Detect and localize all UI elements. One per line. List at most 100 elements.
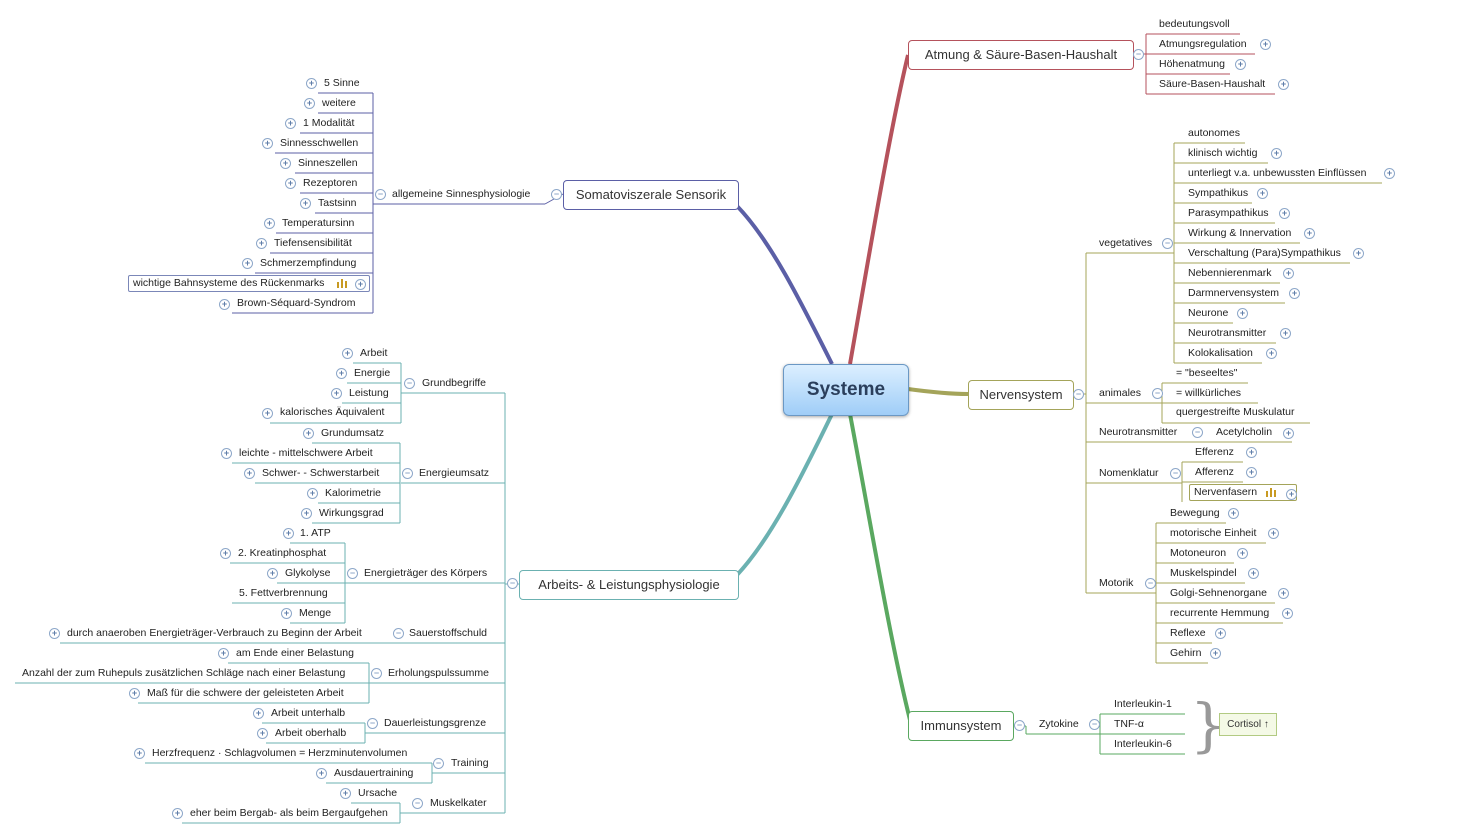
topic-nervensystem[interactable]: Nervensystem	[968, 380, 1074, 410]
expand-icon[interactable]: +	[1283, 268, 1294, 279]
topic-ende-belastung[interactable]: am Ende einer Belastung	[236, 647, 354, 659]
expand-icon[interactable]: +	[285, 118, 296, 129]
collapse-icon[interactable]: −	[412, 798, 423, 809]
topic-atmungsregulation[interactable]: Atmungsregulation	[1159, 38, 1247, 50]
expand-icon[interactable]: +	[1353, 248, 1364, 259]
topic-hoehenatmung[interactable]: Höhenatmung	[1159, 58, 1225, 70]
topic-sinnesschwellen[interactable]: Sinnesschwellen	[280, 137, 359, 149]
topic-kalorimetrie[interactable]: Kalorimetrie	[325, 487, 382, 499]
subtopic-zytokine[interactable]: Zytokine	[1039, 718, 1079, 730]
collapse-icon[interactable]: −	[1170, 468, 1181, 479]
topic-schmerzempfindung[interactable]: Schmerzempfindung	[260, 257, 357, 269]
topic-nervenfasern[interactable]: Nervenfasern	[1189, 484, 1297, 501]
topic-ursache[interactable]: Ursache	[358, 787, 398, 799]
topic-herzminutenvolumen[interactable]: Herzfrequenz · Schlagvolumen = Herzminut…	[152, 747, 408, 759]
expand-icon[interactable]: +	[1237, 308, 1248, 319]
collapse-icon[interactable]: −	[507, 578, 518, 589]
expand-icon[interactable]: +	[256, 238, 267, 249]
topic-fettverbrennung[interactable]: 5. Fettverbrennung	[239, 587, 328, 599]
subtopic-training[interactable]: Training	[451, 757, 489, 769]
collapse-icon[interactable]: −	[433, 758, 444, 769]
subtopic-vegetatives[interactable]: vegetatives	[1099, 237, 1153, 249]
topic-verschaltung[interactable]: Verschaltung (Para)Sympathikus	[1188, 247, 1341, 259]
topic-saeure-basen[interactable]: Säure-Basen-Haushalt	[1159, 78, 1266, 90]
expand-icon[interactable]: +	[1280, 328, 1291, 339]
topic-arbeit-oberhalb[interactable]: Arbeit oberhalb	[275, 727, 347, 739]
expand-icon[interactable]: +	[1215, 628, 1226, 639]
topic-motorische-einheit[interactable]: motorische Einheit	[1170, 527, 1257, 539]
collapse-icon[interactable]: −	[404, 378, 415, 389]
subtopic-animales[interactable]: animales	[1099, 387, 1142, 399]
expand-icon[interactable]: +	[300, 198, 311, 209]
collapse-icon[interactable]: −	[347, 568, 358, 579]
topic-atmung[interactable]: Atmung & Säure-Basen-Haushalt	[908, 40, 1134, 70]
collapse-icon[interactable]: −	[371, 668, 382, 679]
expand-icon[interactable]: +	[244, 468, 255, 479]
topic-acetylcholin[interactable]: Acetylcholin	[1216, 426, 1273, 438]
topic-brown-sequard[interactable]: Brown-Séquard-Syndrom	[237, 297, 356, 309]
topic-schwerarbeit[interactable]: Schwer- - Schwerstarbeit	[262, 467, 380, 479]
collapse-icon[interactable]: −	[1152, 388, 1163, 399]
collapse-icon[interactable]: −	[375, 189, 386, 200]
expand-icon[interactable]: +	[1228, 508, 1239, 519]
subtopic-nomenklatur[interactable]: Nomenklatur	[1099, 467, 1159, 479]
expand-icon[interactable]: +	[49, 628, 60, 639]
expand-icon[interactable]: +	[1210, 648, 1221, 659]
expand-icon[interactable]: +	[1246, 447, 1257, 458]
expand-icon[interactable]: +	[336, 368, 347, 379]
collapse-icon[interactable]: −	[1014, 720, 1025, 731]
expand-icon[interactable]: +	[257, 728, 268, 739]
expand-icon[interactable]: +	[220, 548, 231, 559]
collapse-icon[interactable]: −	[1073, 389, 1084, 400]
topic-darmnervensystem[interactable]: Darmnervensystem	[1188, 287, 1280, 299]
collapse-icon[interactable]: −	[367, 718, 378, 729]
topic-leichte-arbeit[interactable]: leichte - mittelschwere Arbeit	[239, 447, 373, 459]
topic-glykolyse[interactable]: Glykolyse	[285, 567, 331, 579]
expand-icon[interactable]: +	[1289, 288, 1300, 299]
subtopic-muskelkater[interactable]: Muskelkater	[430, 797, 487, 809]
expand-icon[interactable]: +	[1283, 428, 1294, 439]
topic-leistung[interactable]: Leistung	[349, 387, 389, 399]
topic-interleukin-1[interactable]: Interleukin-1	[1114, 698, 1172, 710]
topic-sympathikus[interactable]: Sympathikus	[1188, 187, 1249, 199]
topic-energie[interactable]: Energie	[354, 367, 391, 379]
topic-bergab[interactable]: eher beim Bergab- als beim Bergaufgehen	[190, 807, 388, 819]
topic-weitere[interactable]: weitere	[322, 97, 356, 109]
expand-icon[interactable]: +	[1248, 568, 1259, 579]
collapse-icon[interactable]: −	[1133, 49, 1144, 60]
topic-mass-schwere[interactable]: Maß für die schwere der geleisteten Arbe…	[147, 687, 344, 699]
expand-icon[interactable]: +	[1271, 148, 1282, 159]
topic-recurrente-hemmung[interactable]: recurrente Hemmung	[1170, 607, 1270, 619]
subtopic-sauerstoffschuld[interactable]: Sauerstoffschuld	[409, 627, 488, 639]
topic-efferenz[interactable]: Efferenz	[1195, 446, 1234, 458]
expand-icon[interactable]: +	[331, 388, 342, 399]
topic-1-modalitaet[interactable]: 1 Modalität	[303, 117, 355, 129]
expand-icon[interactable]: +	[218, 648, 229, 659]
expand-icon[interactable]: +	[129, 688, 140, 699]
topic-willkuerliches[interactable]: = willkürliches	[1176, 387, 1242, 399]
topic-sinneszellen[interactable]: Sinneszellen	[298, 157, 358, 169]
topic-arbeit-unterhalb[interactable]: Arbeit unterhalb	[271, 707, 346, 719]
topic-grundumsatz[interactable]: Grundumsatz	[321, 427, 385, 439]
expand-icon[interactable]: +	[307, 488, 318, 499]
topic-temperatursinn[interactable]: Temperatursinn	[282, 217, 355, 229]
topic-bedeutungsvoll[interactable]: bedeutungsvoll	[1159, 18, 1230, 30]
topic-interleukin-6[interactable]: Interleukin-6	[1114, 738, 1172, 750]
expand-icon[interactable]: +	[1266, 348, 1277, 359]
topic-golgi-sehnenorgane[interactable]: Golgi-Sehnenorgane	[1170, 587, 1267, 599]
expand-icon[interactable]: +	[1286, 489, 1297, 500]
expand-icon[interactable]: +	[264, 218, 275, 229]
topic-neurone[interactable]: Neurone	[1188, 307, 1229, 319]
expand-icon[interactable]: +	[219, 299, 230, 310]
topic-kreatinphosphat[interactable]: 2. Kreatinphosphat	[238, 547, 327, 559]
expand-icon[interactable]: +	[306, 78, 317, 89]
topic-reflexe[interactable]: Reflexe	[1170, 627, 1206, 639]
subtopic-dauerleistungsgrenze[interactable]: Dauerleistungsgrenze	[384, 717, 487, 729]
topic-menge[interactable]: Menge	[299, 607, 332, 619]
expand-icon[interactable]: +	[1304, 228, 1315, 239]
expand-icon[interactable]: +	[1260, 39, 1271, 50]
summary-cortisol[interactable]: Cortisol ↑	[1219, 713, 1277, 736]
expand-icon[interactable]: +	[1278, 79, 1289, 90]
expand-icon[interactable]: +	[304, 98, 315, 109]
subtopic-motorik[interactable]: Motorik	[1099, 577, 1134, 589]
